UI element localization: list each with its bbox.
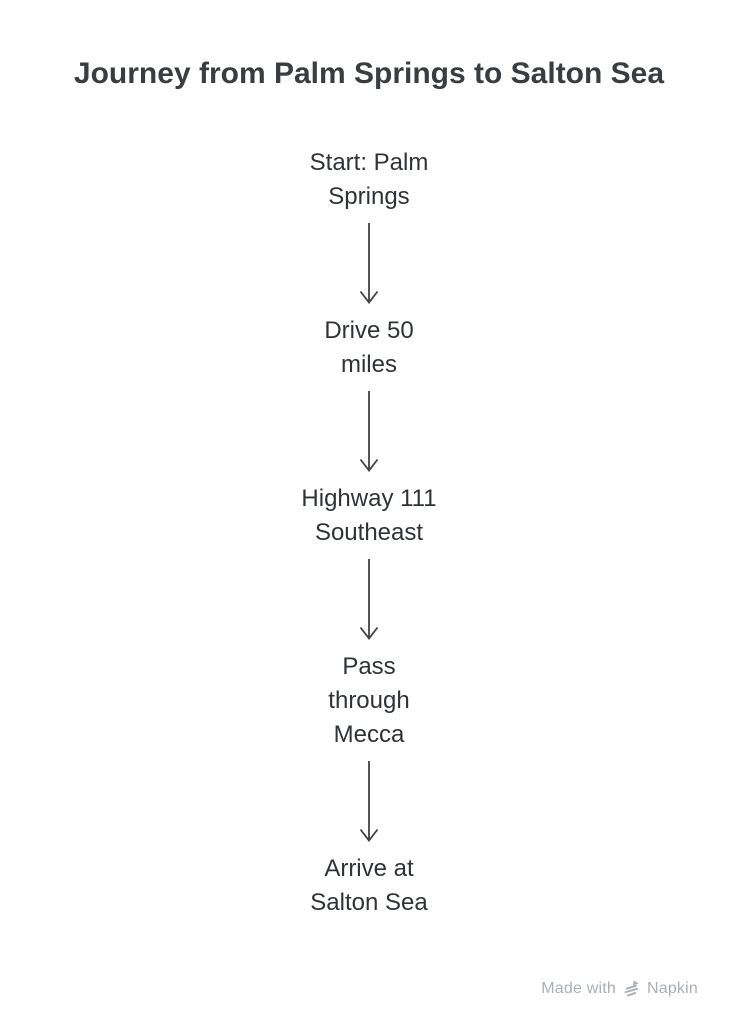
flow-step-line: through <box>328 686 410 714</box>
watermark-text: Made with <box>541 979 616 997</box>
flow-step-line: Highway 111 <box>301 484 437 512</box>
napkin-logo-icon <box>624 980 639 997</box>
flow-step-line: Springs <box>328 182 410 210</box>
flow-step-line: Salton Sea <box>310 888 428 916</box>
flow-step-line: Pass <box>342 652 396 680</box>
arrow-down-icon <box>359 390 379 472</box>
watermark-brand: Napkin <box>646 979 698 997</box>
flow-step-line: Start: Palm <box>309 148 429 176</box>
flow-step-5: Arrive at Salton Sea <box>310 852 427 920</box>
napkin-watermark: Made with Napkin <box>541 979 698 998</box>
flow-step-line: miles <box>340 350 397 378</box>
flow-step-line: Mecca <box>333 720 405 748</box>
flow-step-line: Drive 50 <box>324 316 414 344</box>
arrow-down-icon <box>359 760 379 842</box>
diagram-title: Journey from Palm Springs to Salton Sea <box>73 57 665 90</box>
flow-step-line: Southeast <box>314 518 424 546</box>
arrow-down-icon <box>359 558 379 640</box>
flow-step-2: Drive 50 miles <box>324 314 413 382</box>
arrow-down-icon <box>359 222 379 304</box>
flow-step-line: Arrive at <box>324 854 414 882</box>
